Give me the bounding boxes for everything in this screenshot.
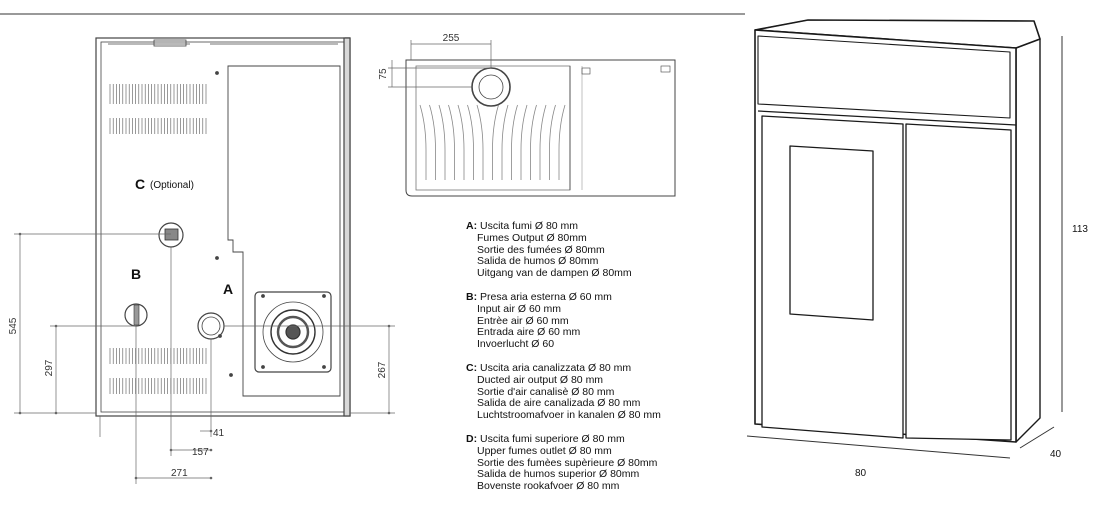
stove-isometric	[754, 19, 1041, 443]
grill-line	[539, 104, 547, 180]
dim-271: 271	[171, 468, 188, 479]
legend-line: Uscita fumi Ø 80 mm	[480, 220, 579, 232]
grill-line	[467, 104, 474, 180]
legend-line: Bovenste rookafvoer Ø 80 mm	[477, 480, 620, 493]
grill-line	[549, 104, 556, 180]
legend-line: Uscita fumi superiore Ø 80 mm	[480, 432, 625, 445]
grill-line	[511, 104, 518, 180]
legend-line: Sortie des fumées Ø 80mm	[477, 243, 605, 256]
grill-line	[457, 104, 465, 180]
legend-line: Entrada aire Ø 60 mm	[477, 326, 581, 339]
legend-letter: D:	[466, 432, 478, 445]
legend-line: Uscita aria canalizzata Ø 80 mm	[480, 361, 632, 374]
grill-line	[419, 104, 427, 180]
rear-view	[95, 37, 351, 417]
legend-line: Presa aria esterna Ø 60 mm	[480, 290, 612, 303]
rear-dimensions	[14, 233, 395, 484]
grill-line	[429, 104, 436, 180]
dim-80: 80	[855, 468, 867, 479]
top-flue-d	[471, 67, 511, 107]
rear-panel-outline	[95, 37, 351, 417]
dim-157: 157	[192, 447, 209, 458]
legend-line: Uitgang van de dampen Ø 80mm	[477, 267, 632, 280]
grill-line	[438, 104, 446, 180]
legend-letter: C:	[466, 361, 478, 374]
grill-line	[530, 104, 537, 180]
stove-right-door	[905, 123, 1012, 441]
grill-line	[492, 104, 499, 180]
legend-line: Input air Ø 60 mm	[477, 302, 562, 315]
grill-line	[558, 104, 566, 180]
legend-line: Salida de aire canalizada Ø 80 mm	[477, 397, 641, 410]
dim-255: 255	[443, 33, 460, 44]
legend-line: Upper fumes outlet Ø 80 mm	[477, 444, 612, 457]
legend-line: Fumes Output Ø 80mm	[477, 231, 587, 244]
dim-267: 267	[377, 361, 388, 378]
dim-40: 40	[1050, 449, 1062, 460]
legend-group-d: D: Uscita fumi superiore Ø 80 mm Upper f…	[466, 432, 766, 493]
legend-line: Salida de humos superior Ø 80mm	[477, 468, 640, 481]
top-view-outline	[405, 59, 676, 197]
label-b-letter: B	[131, 266, 141, 282]
legend-letter: A:	[466, 220, 478, 232]
legend-group-c: C: Uscita aria canalizzata Ø 80 mm Ducte…	[466, 361, 766, 422]
legend: A: Uscita fumi Ø 80 mm Fumes Output Ø 80…	[466, 220, 766, 505]
legend-line: Sortie des fumèes supèrieure Ø 80mm	[477, 456, 658, 469]
grill-line	[520, 104, 528, 180]
fan-box	[254, 291, 332, 373]
dim-113: 113	[1072, 224, 1088, 235]
legend-line: Invoerlucht Ø 60	[477, 338, 555, 351]
label-a-letter: A	[223, 281, 233, 297]
dim-545: 545	[8, 317, 19, 334]
dim-297: 297	[44, 359, 55, 376]
grill-line	[476, 104, 484, 180]
legend-line: Ducted air output Ø 80 mm	[477, 373, 604, 386]
legend-line: Entrèe air Ø 60 mm	[477, 314, 569, 327]
stove-dimensions	[746, 36, 1063, 459]
legend-line: Luchtstroomafvoer in kanalen Ø 80 mm	[477, 409, 661, 422]
grill-line	[448, 104, 455, 180]
top-dimensions	[388, 40, 492, 88]
grill-line	[501, 104, 509, 180]
dim-41: 41	[213, 428, 225, 439]
label-c-optional: (Optional)	[150, 180, 194, 191]
dimension-ticks	[18, 232, 391, 480]
top-view	[405, 59, 676, 197]
dim-75: 75	[378, 68, 389, 80]
legend-group-b: B: Presa aria esterna Ø 60 mm Input air …	[466, 290, 766, 351]
fan-icon	[270, 309, 316, 355]
legend-group-a: A: Uscita fumi Ø 80 mm Fumes Output Ø 80…	[466, 220, 766, 280]
label-c-letter: C	[135, 176, 145, 192]
legend-line: Salida de humos Ø 80mm	[477, 255, 599, 268]
stove-window	[789, 145, 874, 321]
legend-letter: B:	[466, 290, 478, 303]
service-panel	[227, 65, 341, 397]
legend-line: Sortie d'air canalisè Ø 80 mm	[477, 385, 615, 398]
